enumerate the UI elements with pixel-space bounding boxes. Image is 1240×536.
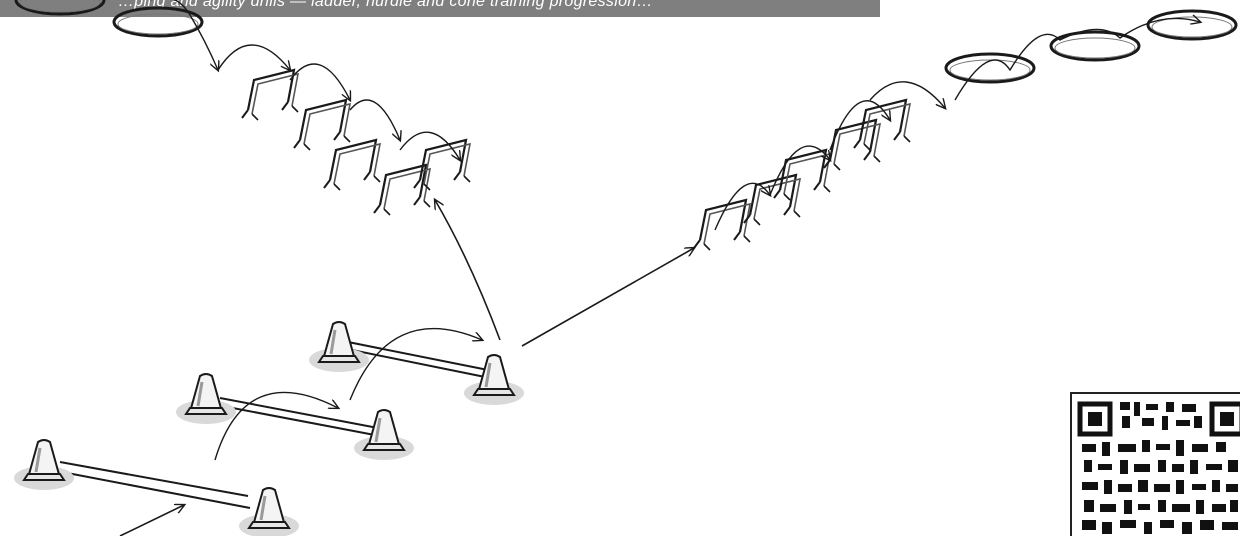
hurdle-bar bbox=[60, 342, 490, 508]
cone-icon bbox=[309, 322, 369, 372]
ring-icon bbox=[16, 0, 104, 14]
ring-icon bbox=[1051, 32, 1139, 60]
ring-icon bbox=[1148, 11, 1236, 39]
hurdle-icon bbox=[294, 100, 350, 150]
direction-arrow-icon bbox=[435, 200, 500, 340]
cone-icon bbox=[354, 410, 414, 460]
cone-icon bbox=[464, 355, 524, 405]
qr-code-icon[interactable] bbox=[1070, 392, 1240, 536]
hurdle-icon bbox=[854, 100, 910, 150]
direction-arrow-icon bbox=[522, 248, 694, 346]
hurdle-icon bbox=[774, 150, 830, 200]
hop-arrow-icon bbox=[770, 146, 830, 195]
hurdle-icon bbox=[324, 140, 380, 190]
cone-icon bbox=[14, 440, 74, 490]
hurdle-icon bbox=[744, 175, 800, 225]
hurdle-icon bbox=[242, 70, 298, 120]
direction-arrow-icon bbox=[120, 505, 184, 536]
hop-arrow-icon bbox=[215, 392, 338, 460]
hop-arrow-icon bbox=[350, 100, 400, 140]
hop-arrow-icon bbox=[290, 64, 350, 100]
ring-icon bbox=[946, 54, 1034, 82]
hop-arrow-icon bbox=[218, 45, 290, 70]
qr-pattern bbox=[1072, 394, 1240, 536]
hurdle-icon bbox=[694, 200, 750, 250]
